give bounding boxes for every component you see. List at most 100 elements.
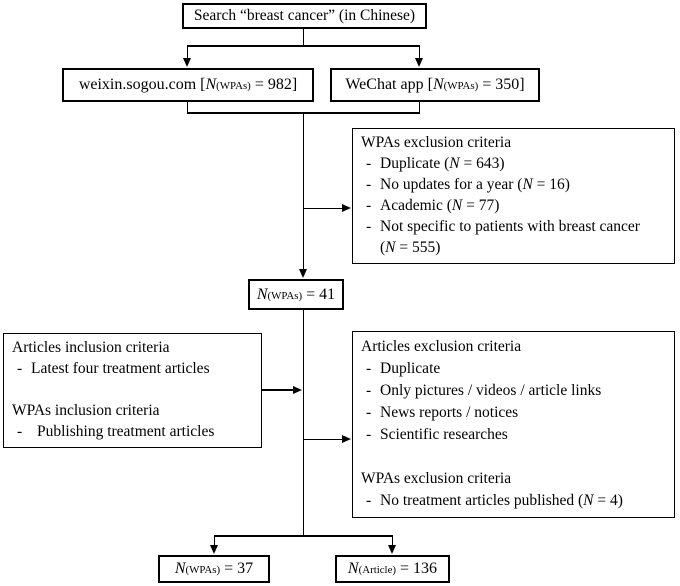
n-variable: N (385, 239, 396, 256)
bullet-dash: - (366, 218, 372, 235)
criteria-item: -Academic (N = 77) (361, 195, 666, 216)
criteria-item: -Scientific researches (361, 424, 666, 446)
arrowhead-down (299, 269, 307, 278)
text-fragment: ( (380, 239, 386, 256)
n-wpas-37-text: N(WPAs) = 37 (175, 560, 253, 578)
criteria-item: -News reports / notices (361, 402, 666, 424)
n-wpas-41-box: N(WPAs) = 41 (248, 279, 344, 310)
text-fragment: = 350] (478, 76, 525, 93)
bullet-dash: - (17, 423, 23, 440)
arrowhead-right (293, 385, 302, 394)
arrowhead-down (183, 58, 191, 67)
n-variable: N (522, 176, 533, 193)
connector-to-n136 (391, 535, 393, 547)
criteria-item: -No updates for a year (N = 16) (361, 174, 666, 195)
bullet-dash: - (366, 426, 372, 443)
articles-exclusion-box: Articles exclusion criteria -Duplicate -… (352, 331, 675, 518)
connector-top-stem (302, 29, 304, 45)
connector-main-upper (302, 112, 304, 270)
bullet-dash: - (366, 360, 372, 377)
n-subscript: (WPAs) (267, 289, 303, 302)
source-wechat-text: WeChat app [N(WPAs) = 350] (345, 76, 524, 94)
bullet-dash: - (366, 155, 372, 172)
bullet-dash: - (366, 176, 372, 193)
text-fragment: = 643) (459, 155, 505, 172)
criteria-list: -Duplicate -Only pictures / videos / art… (361, 358, 666, 446)
text-fragment: = 136 (396, 560, 438, 577)
n-variable: N (451, 197, 463, 214)
text-fragment: No treatment articles published ( (380, 492, 584, 509)
text-fragment: = 41 (302, 285, 336, 303)
criteria-title: Articles inclusion criteria (12, 339, 170, 356)
text-fragment: = 16) (532, 176, 570, 193)
connector-wechat-stem (418, 102, 420, 113)
text-fragment: = 4) (593, 492, 623, 509)
connector-to-sogou (186, 45, 188, 60)
connector-main-lower (302, 310, 304, 536)
criteria-item: -No treatment articles published (N = 4) (361, 490, 666, 512)
text-fragment: weixin.sogou.com [ (78, 76, 206, 93)
criteria-item: (N = 555) (361, 237, 666, 258)
criteria-title: WPAs exclusion criteria (361, 470, 512, 487)
connector-to-n37 (213, 535, 215, 547)
n-variable: N (347, 560, 359, 577)
bullet-dash: - (366, 492, 372, 509)
criteria-item: -Latest four treatment articles (12, 358, 253, 379)
text-fragment: Academic ( (380, 197, 452, 214)
connector-sogou-stem (186, 102, 188, 113)
source-box-sogou: weixin.sogou.com [N(WPAs) = 982] (62, 68, 314, 102)
criteria-item: -Duplicate (N = 643) (361, 153, 666, 174)
text-fragment: Latest four treatment articles (31, 360, 210, 377)
n-wpas-41-text: N(WPAs) = 41 (257, 286, 335, 304)
criteria-list: -Duplicate (N = 643) -No updates for a y… (361, 153, 666, 258)
wpas-exclusion-box: WPAs exclusion criteria -Duplicate (N = … (352, 128, 675, 264)
source-sogou-text: weixin.sogou.com [N(WPAs) = 982] (79, 76, 297, 94)
n-subscript: (WPAs) (443, 80, 479, 92)
arrowhead-down (388, 545, 396, 554)
n-article-136-box: N(Article) = 136 (335, 555, 450, 583)
criteria-item: -Not specific to patients with breast ca… (361, 216, 666, 237)
inclusion-criteria-box: Articles inclusion criteria -Latest four… (3, 333, 262, 448)
connector-top-split (186, 45, 420, 47)
connector-branch-articles-exclusion (303, 438, 343, 440)
source-box-wechat: WeChat app [N(WPAs) = 350] (330, 68, 540, 102)
criteria-title: WPAs inclusion criteria (12, 402, 160, 419)
bullet-dash: - (17, 360, 23, 377)
text-fragment: No updates for a year ( (380, 176, 523, 193)
n-variable: N (174, 560, 186, 577)
text-fragment: = 77) (462, 197, 500, 214)
n-variable: N (205, 76, 217, 93)
text-fragment: WeChat app [ (345, 76, 433, 93)
text-fragment: News reports / notices (380, 404, 519, 421)
arrowhead-down (415, 58, 423, 67)
criteria-list: -No treatment articles published (N = 4) (361, 490, 666, 512)
criteria-title: WPAs exclusion criteria (361, 134, 512, 151)
bullet-dash: - (366, 382, 372, 399)
n-variable: N (449, 155, 460, 172)
n-article-136-text: N(Article) = 136 (348, 560, 437, 578)
search-box-text: Search “breast cancer” (in Chinese) (193, 7, 416, 24)
text-fragment: Duplicate ( (380, 155, 450, 172)
text-fragment: = 982] (250, 76, 298, 93)
criteria-list: -Latest four treatment articles (12, 358, 253, 379)
arrowhead-down (210, 545, 218, 554)
n-subscript: (WPAs) (185, 564, 221, 576)
n-variable: N (583, 492, 594, 509)
n-subscript: (Article) (358, 564, 397, 576)
text-fragment: Not specific to patients with breast can… (380, 218, 640, 235)
criteria-title: Articles exclusion criteria (361, 338, 522, 355)
search-box: Search “breast cancer” (in Chinese) (182, 3, 427, 29)
n-variable: N (256, 285, 268, 303)
connector-branch-wpas-exclusion (303, 207, 343, 209)
text-fragment: Scientific researches (380, 426, 508, 443)
text-fragment: = 37 (220, 560, 254, 577)
connector-branch-inclusion (262, 389, 294, 391)
arrowhead-right (342, 204, 351, 212)
bullet-dash: - (366, 197, 372, 214)
criteria-list: -Publishing treatment articles (12, 421, 253, 442)
arrowhead-right (342, 435, 351, 443)
n-variable: N (432, 76, 444, 93)
text-fragment: Only pictures / videos / article links (380, 382, 602, 399)
connector-to-wechat (418, 45, 420, 60)
